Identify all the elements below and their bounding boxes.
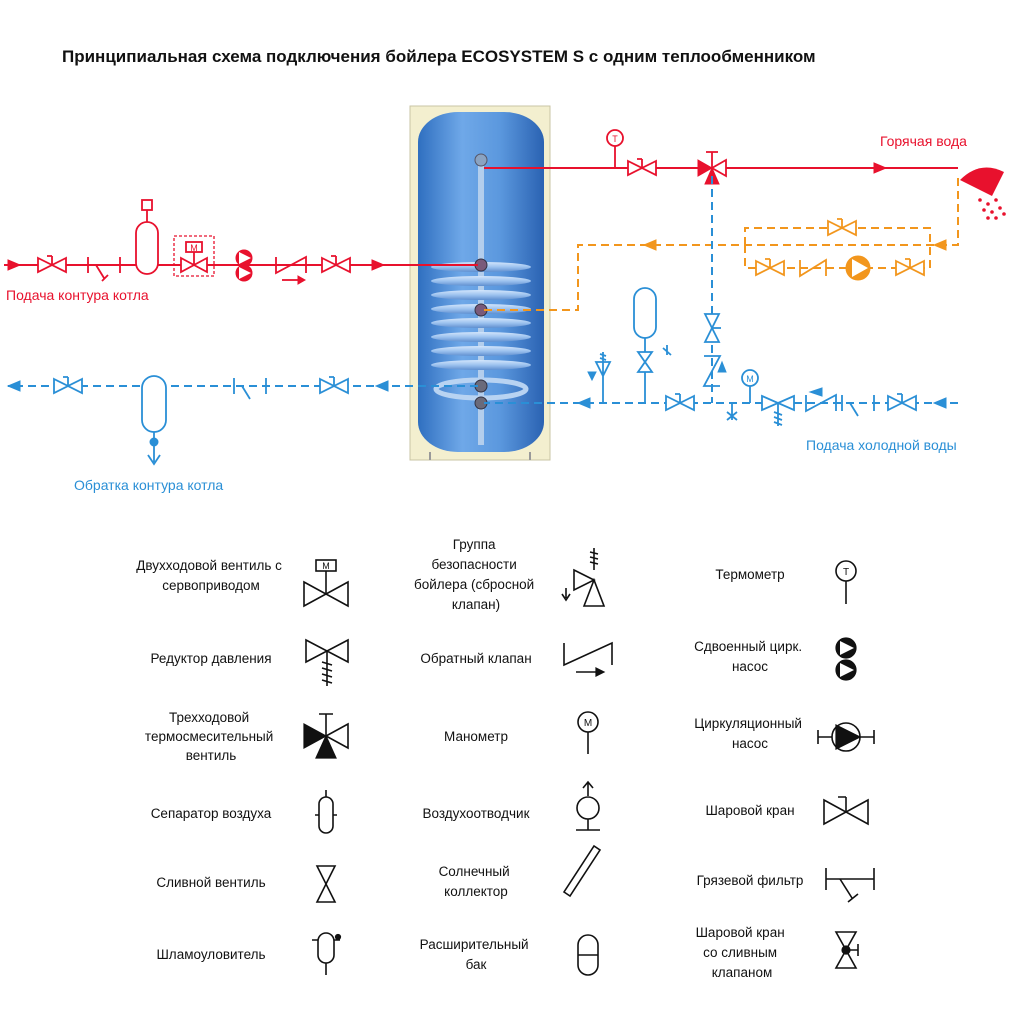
legend-label-air-vent: Воздухоотводчик — [423, 806, 530, 821]
circulation-pump-icon — [817, 722, 875, 752]
legend-col3-symbols: T — [817, 560, 875, 969]
diagram-title: Принципиальная схема подключения бойлера… — [62, 47, 816, 66]
legend-label-drain-valve: Сливной вентиль — [156, 875, 265, 890]
ball-valve-icon — [823, 796, 869, 826]
legend-label-circ-pump: Циркуляционный насос — [694, 716, 805, 751]
legend-label-ball-valve: Шаровой кран — [705, 803, 794, 818]
two-way-servo-icon: M — [303, 559, 349, 608]
legend-col2: Группа безопасности бойлера (сбросной кл… — [414, 537, 538, 972]
legend-col1-symbols: M — [303, 559, 349, 975]
sludge-separator-icon — [312, 932, 342, 975]
hot-water-label: Горячая вода — [880, 133, 967, 149]
circulation-line — [484, 178, 959, 311]
dirt-filter-icon — [825, 868, 875, 903]
manometer-icon: M — [577, 711, 599, 754]
cold-supply-label: Подача холодной воды — [806, 437, 957, 453]
legend-label-3way-valve: Трехходовой термосмесительный вентиль — [145, 710, 277, 763]
legend-label-twin-pump: Сдвоенный цирк. насос — [694, 639, 806, 674]
check-valve-icon — [563, 641, 613, 677]
legend-label-safety-group: Группа безопасности бойлера (сбросной кл… — [414, 537, 538, 612]
expansion-tank-icon — [577, 934, 599, 976]
legend-label-ball-valve-drain: Шаровой кран со сливным клапаном — [696, 925, 789, 980]
cold-water-supply-line: M — [484, 176, 958, 426]
boiler-return-label: Обратка контура котла — [74, 477, 223, 493]
svg-text:M: M — [322, 561, 330, 571]
ball-valve-drain-icon — [834, 931, 859, 969]
legend-label-expansion-tank: Расширительный бак — [420, 937, 533, 972]
legend-label-dirt-filter: Грязевой фильтр — [697, 873, 804, 888]
svg-text:T: T — [843, 567, 849, 578]
pressure-reducer-icon — [305, 638, 349, 686]
shower-head-icon — [960, 167, 1006, 220]
boiler-return-line — [6, 375, 478, 466]
thermometer-icon: T — [835, 560, 857, 604]
thermometer-letter: T — [612, 134, 618, 144]
legend-label-manometer: Манометр — [444, 729, 508, 744]
three-way-valve-icon — [303, 713, 349, 759]
safety-group-icon — [561, 548, 606, 607]
legend-col3: Термометр Сдвоенный цирк. насос Циркуляц… — [694, 567, 806, 980]
servo-letter: M — [190, 243, 198, 253]
boiler-tank — [409, 105, 551, 461]
air-vent-icon — [576, 780, 600, 831]
legend-label-pressure-reducer: Редуктор давления — [150, 651, 271, 666]
boiler-supply-label: Подача контура котла — [6, 287, 149, 303]
legend-label-2way-servo: Двухходовой вентиль с сервоприводом — [136, 558, 285, 593]
legend-label-air-separator: Сепаратор воздуха — [151, 806, 272, 821]
twin-pump-icon — [835, 637, 857, 681]
manometer-letter: M — [746, 374, 754, 384]
legend-label-thermometer: Термометр — [715, 567, 784, 582]
legend-col1: Двухходовой вентиль с сервоприводом Реду… — [136, 558, 285, 962]
legend: Двухходовой вентиль с сервоприводом Реду… — [136, 537, 875, 980]
legend-col2-symbols: M — [561, 548, 613, 976]
drain-valve-icon — [315, 865, 337, 903]
legend-label-sludge: Шламоуловитель — [156, 947, 265, 962]
hot-water-line: T — [484, 129, 1006, 220]
air-separator-icon — [315, 790, 337, 834]
boiler-supply-line: M — [4, 199, 478, 285]
legend-label-check-valve: Обратный клапан — [420, 651, 531, 666]
heat-exchanger-coil — [431, 262, 531, 401]
legend-label-solar: Солнечный коллектор — [439, 864, 514, 899]
solar-collector-icon — [562, 844, 602, 898]
svg-text:M: M — [584, 718, 592, 729]
